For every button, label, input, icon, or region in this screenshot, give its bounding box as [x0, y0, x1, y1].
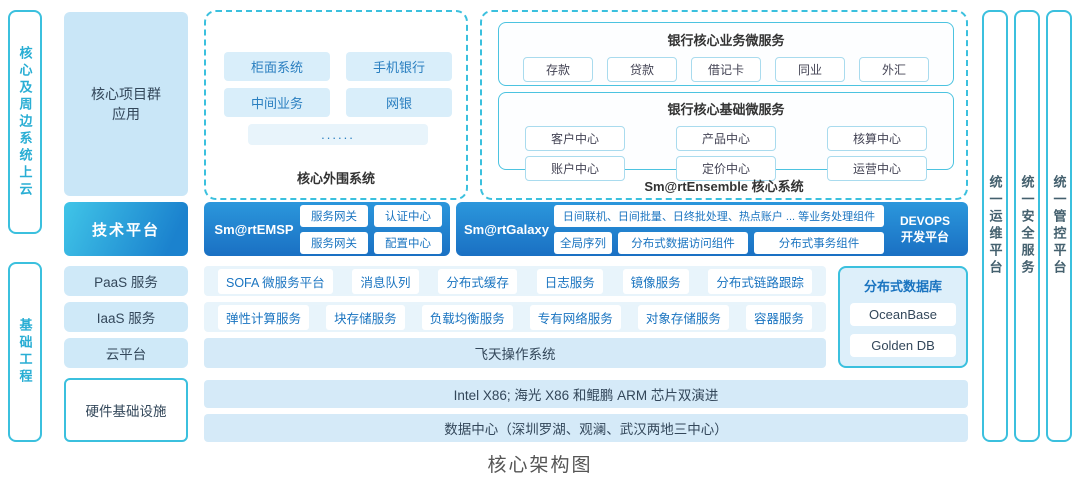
basic-item-pricing-center: 定价中心 [676, 156, 776, 181]
side-app-group-label: 核心项目群应用 [91, 86, 161, 122]
left-rail-core-cloud-label: 核心及周边系统上云 [17, 45, 33, 199]
side-hardware-infrastructure: 硬件基础设施 [64, 378, 188, 442]
paas-distributed-cache: 分布式缓存 [438, 268, 517, 294]
db-oceanbase: OceanBase [850, 303, 956, 326]
emsp-service-gateway-1: 服务网关 [300, 204, 368, 227]
peripheral-item-online-banking: 网银 [346, 88, 452, 117]
paas-services-strip: SOFA 微服务平台 消息队列 分布式缓存 日志服务 镜像服务 分布式链路跟踪 [204, 266, 826, 296]
distributed-database-title: 分布式数据库 [863, 279, 942, 294]
side-cloud-platform: 云平台 [64, 338, 188, 368]
business-item-loans: 贷款 [607, 57, 677, 82]
business-item-forex: 外汇 [859, 57, 929, 82]
basic-microservices-row-1: 客户中心 产品中心 核算中心 [499, 126, 953, 151]
paas-image-service: 镜像服务 [622, 268, 689, 294]
datacenter-row: 数据中心（深圳罗湖、观澜、武汉两地三中心） [204, 414, 968, 442]
basic-item-product-center: 产品中心 [676, 126, 776, 151]
basic-item-customer-center: 客户中心 [525, 126, 625, 151]
peripheral-group-label: 核心外围系统 [296, 171, 375, 186]
side-tech-platform-label: 技术平台 [91, 221, 160, 239]
emsp-buttons-grid: 服务网关 认证中心 服务网关 配置中心 [300, 204, 442, 254]
galaxy-buttons-column: 日间联机、日间批量、日终批处理、热点账户 ... 等业务处理组件 全局序列 分布… [554, 204, 884, 254]
devops-line-1: DEVOPS [899, 213, 950, 228]
galaxy-row-2: 全局序列 分布式数据访问组件 分布式事务组件 [554, 231, 884, 254]
right-rail-unified-ops: 统一运维平台 [982, 10, 1008, 442]
iaas-elastic-compute: 弹性计算服务 [218, 304, 310, 330]
basic-item-accounting-center: 核算中心 [827, 126, 927, 151]
side-paas-label: PaaS 服务 [94, 275, 158, 290]
side-tech-platform: 技术平台 [64, 202, 188, 256]
paas-distributed-tracing: 分布式链路跟踪 [708, 268, 812, 294]
left-rail-core-cloud: 核心及周边系统上云 [8, 10, 42, 234]
emsp-config-center: 配置中心 [374, 231, 442, 254]
peripheral-item-mobile-banking: 手机银行 [346, 52, 452, 81]
peripheral-row-1: 柜面系统 手机银行 [224, 52, 452, 81]
basic-item-operations-center: 运营中心 [827, 156, 927, 181]
iaas-container-service: 容器服务 [745, 304, 812, 330]
peripheral-row-2: 中间业务 网银 [224, 88, 452, 117]
side-iaas-label: IaaS 服务 [96, 311, 156, 326]
paas-message-queue: 消息队列 [352, 268, 419, 294]
galaxy-label: Sm@rtGalaxy [464, 221, 549, 237]
paas-log-service: 日志服务 [536, 268, 603, 294]
distributed-database-box: 分布式数据库 OceanBase Golden DB [838, 266, 968, 368]
iaas-object-storage: 对象存储服务 [637, 304, 729, 330]
basic-microservices-box: 银行核心基础微服务 客户中心 产品中心 核算中心 账户中心 定价中心 运营中心 [498, 92, 954, 181]
emsp-auth-center: 认证中心 [374, 204, 442, 227]
chips-row: Intel X86; 海光 X86 和鲲鹏 ARM 芯片双演进 [204, 380, 968, 408]
page-title: 核心架构图 [487, 455, 593, 476]
right-rail-unified-ops-label: 统一运维平台 [987, 175, 1003, 277]
business-item-deposits: 存款 [523, 57, 593, 82]
business-item-debit-card: 借记卡 [691, 57, 761, 82]
emsp-service-gateway-2: 服务网关 [300, 231, 368, 254]
left-rail-infrastructure-label: 基础工程 [17, 318, 33, 386]
business-item-interbank: 同业 [775, 57, 845, 82]
ensemble-group-label: Sm@rtEnsemble 核心系统 [644, 179, 804, 194]
right-rail-unified-control-label: 统一管控平台 [1051, 175, 1067, 277]
db-goldendb: Golden DB [850, 334, 956, 357]
side-app-group: 核心项目群应用 [64, 12, 188, 196]
right-rail-unified-security: 统一安全服务 [1014, 10, 1040, 442]
devops-platform-label: DEVOPS 开发平台 [890, 213, 960, 245]
galaxy-global-sequence: 全局序列 [554, 231, 612, 254]
galaxy-platform-box: Sm@rtGalaxy 日间联机、日间批量、日终批处理、热点账户 ... 等业务… [456, 202, 968, 256]
business-microservices-row: 存款 贷款 借记卡 同业 外汇 [499, 57, 953, 82]
iaas-services-strip: 弹性计算服务 块存储服务 负载均衡服务 专有网络服务 对象存储服务 容器服务 [204, 302, 826, 332]
peripheral-item-intermediate-business: 中间业务 [224, 88, 330, 117]
basic-microservices-title: 银行核心基础微服务 [667, 102, 785, 117]
basic-item-account-center: 账户中心 [525, 156, 625, 181]
paas-sofa-platform: SOFA 微服务平台 [218, 268, 333, 294]
side-paas: PaaS 服务 [64, 266, 188, 296]
iaas-private-network: 专有网络服务 [529, 304, 621, 330]
peripheral-systems-group: 柜面系统 手机银行 中间业务 网银 ...... 核心外围系统 [204, 10, 468, 200]
emsp-platform-box: Sm@rtEMSP 服务网关 认证中心 服务网关 配置中心 [204, 202, 450, 256]
basic-microservices-row-2: 账户中心 定价中心 运营中心 [499, 156, 953, 181]
iaas-block-storage: 块存储服务 [326, 304, 405, 330]
side-cloud-platform-label: 云平台 [105, 347, 147, 362]
ensemble-core-group: 银行核心业务微服务 存款 贷款 借记卡 同业 外汇 银行核心基础微服务 客户中心… [480, 10, 968, 200]
feitian-os-strip: 飞天操作系统 [204, 338, 826, 368]
emsp-label: Sm@rtEMSP [214, 221, 294, 237]
iaas-load-balancing: 负载均衡服务 [421, 304, 513, 330]
business-microservices-box: 银行核心业务微服务 存款 贷款 借记卡 同业 外汇 [498, 22, 954, 86]
business-microservices-title: 银行核心业务微服务 [667, 33, 785, 48]
side-hardware-infrastructure-label: 硬件基础设施 [85, 404, 167, 419]
peripheral-ellipsis: ...... [248, 124, 428, 145]
galaxy-distributed-data-access: 分布式数据访问组件 [618, 231, 748, 254]
peripheral-item-counter-system: 柜面系统 [224, 52, 330, 81]
right-rail-unified-control: 统一管控平台 [1046, 10, 1072, 442]
devops-line-2: 开发平台 [900, 230, 949, 244]
galaxy-batch-components: 日间联机、日间批量、日终批处理、热点账户 ... 等业务处理组件 [554, 204, 884, 227]
left-rail-infrastructure: 基础工程 [8, 262, 42, 442]
galaxy-distributed-transaction: 分布式事务组件 [754, 231, 884, 254]
side-iaas: IaaS 服务 [64, 302, 188, 332]
right-rail-unified-security-label: 统一安全服务 [1019, 175, 1035, 277]
